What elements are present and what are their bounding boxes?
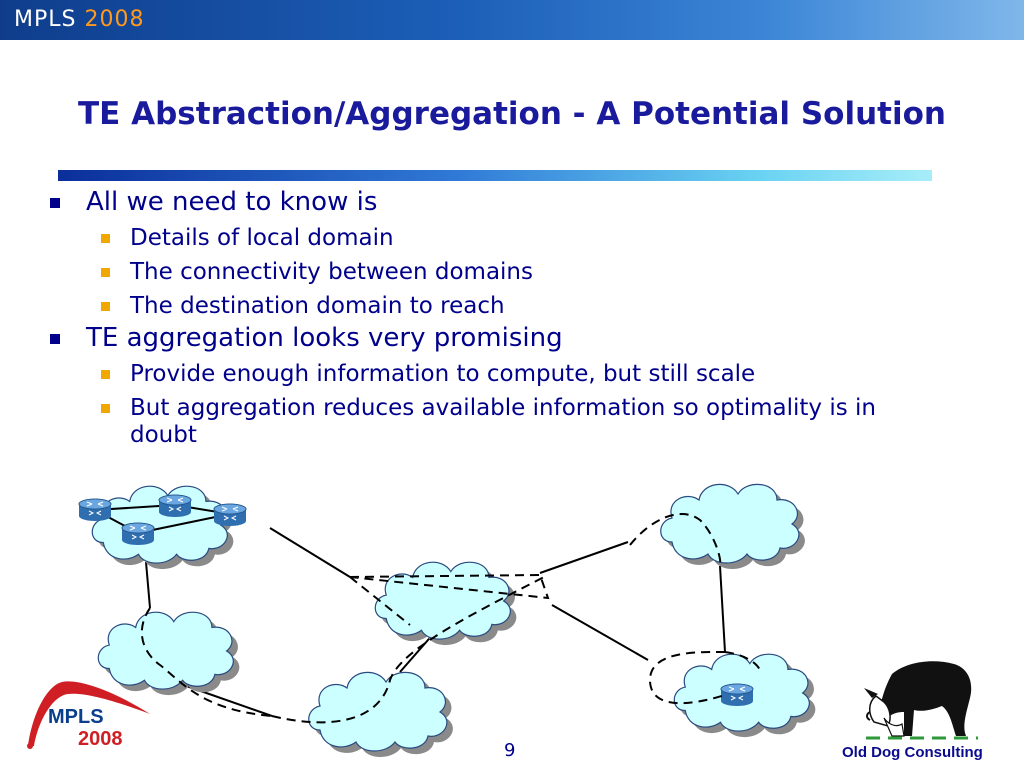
bullet-item: TE aggregation looks very promising — [50, 323, 970, 354]
page-number: 9 — [504, 740, 516, 761]
network-diagram — [78, 483, 816, 757]
header-banner: MPLS 2008 — [0, 0, 1024, 40]
router-icon — [720, 683, 754, 707]
router-icon — [121, 522, 155, 546]
dog-icon — [864, 661, 978, 740]
sub-bullet-item: The destination domain to reach — [96, 293, 970, 320]
footer-logo-text: MPLS — [48, 706, 104, 728]
router-icon — [78, 498, 112, 522]
cloud-icon — [659, 483, 805, 569]
router-icon — [213, 503, 247, 527]
sub-bullet-item: Provide enough information to compute, b… — [96, 361, 970, 388]
cloud-icon — [373, 560, 517, 646]
logo-swoosh-icon — [27, 681, 150, 749]
sub-bullet-item: The connectivity between domains — [96, 259, 970, 286]
title-divider — [58, 170, 932, 181]
aggregated-paths — [140, 513, 761, 724]
bullet-item: All we need to know is — [50, 187, 970, 218]
slide-title: TE Abstraction/Aggregation - A Potential… — [78, 96, 946, 132]
router-icon — [158, 494, 192, 518]
footer-logo-year: 2008 — [78, 728, 123, 750]
header-logo: MPLS 2008 — [14, 7, 145, 32]
sub-bullet-item: Details of local domain — [96, 225, 970, 252]
cloud-icon — [307, 671, 453, 757]
sub-bullet-item: But aggregation reduces available inform… — [96, 395, 950, 449]
mpls-2008-logo: MPLS 2008 — [22, 676, 152, 760]
brand-name: Old Dog Consulting — [842, 744, 983, 761]
bullet-list: All we need to know is Details of local … — [50, 184, 970, 449]
